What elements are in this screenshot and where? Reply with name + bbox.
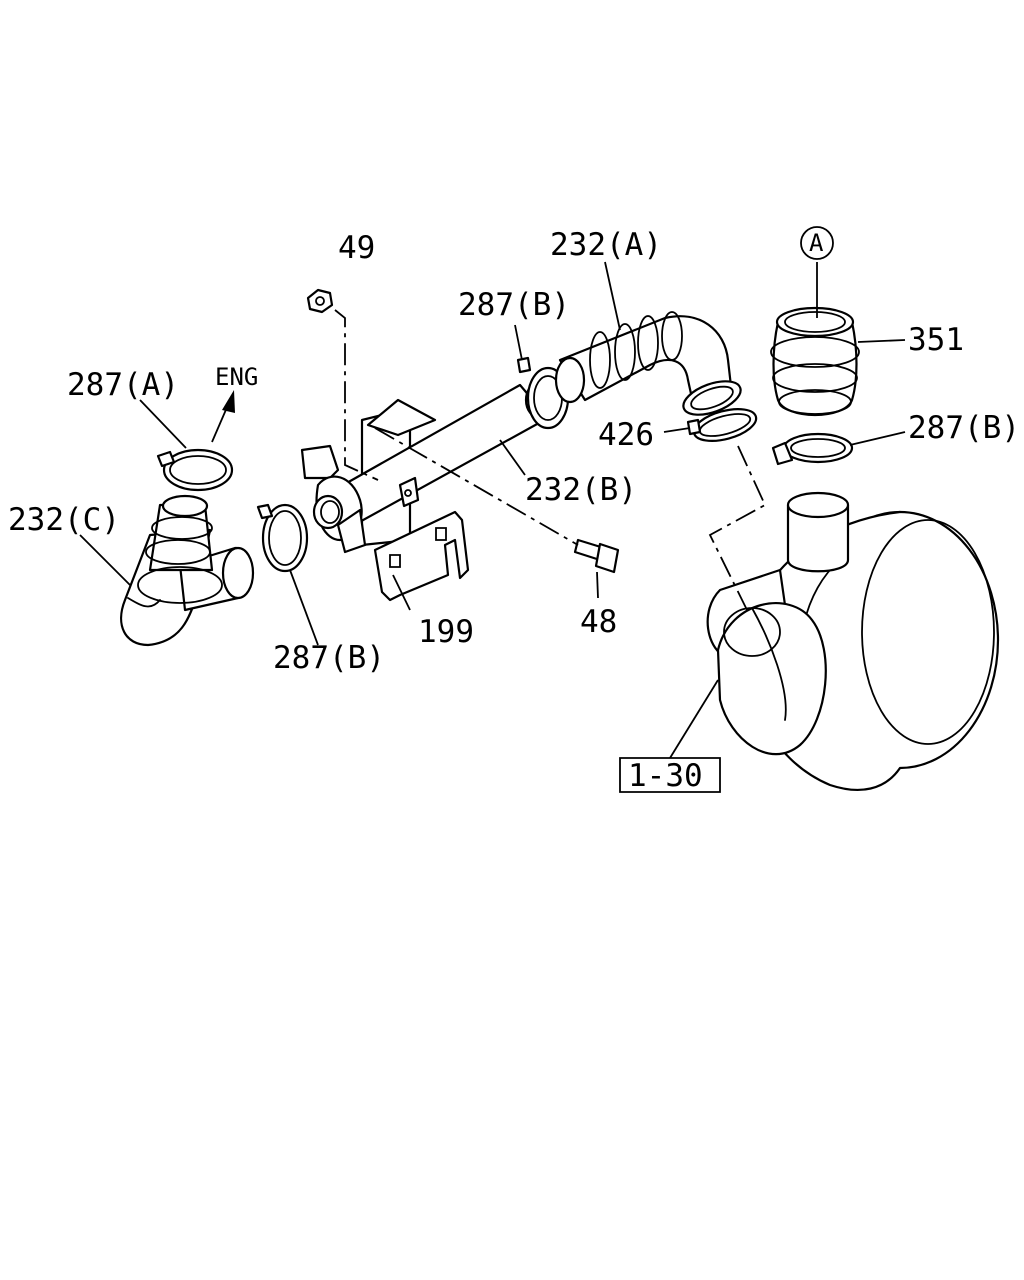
label-232b: 232(B): [525, 472, 637, 508]
reference-box-1-30: 1-30: [620, 758, 720, 794]
label-ref-1-30: 1-30: [628, 758, 703, 794]
label-199: 199: [418, 614, 474, 650]
label-426: 426: [598, 417, 654, 453]
engine-direction-arrow: [212, 390, 235, 442]
label-232a: 232(A): [550, 227, 662, 263]
clamp-426: [688, 403, 760, 447]
bracket-199: [375, 512, 468, 600]
air-cleaner-housing: [708, 493, 998, 790]
clamp-287a: [158, 450, 232, 490]
label-287b-bottom: 287(B): [273, 640, 385, 676]
nut-49: [308, 290, 332, 312]
dashed-connection-lines: [335, 310, 765, 612]
label-eng: ENG: [215, 363, 258, 391]
callout-labels: 49 232(A) 287(B) 287(A) ENG 351 426 287(…: [8, 227, 1020, 676]
label-ref-a: A: [809, 229, 824, 257]
label-287b-right: 287(B): [908, 410, 1020, 446]
leader-lines: [80, 262, 905, 758]
reference-circle-a: A: [801, 227, 833, 259]
label-232c: 232(C): [8, 502, 120, 538]
label-49: 49: [338, 230, 375, 266]
label-287b-top: 287(B): [458, 287, 570, 323]
bellows-351: [771, 308, 859, 415]
label-351: 351: [908, 322, 964, 358]
hose-232c: [121, 496, 253, 645]
label-48: 48: [580, 604, 617, 640]
clamp-287b-lower: [258, 505, 307, 571]
label-287a: 287(A): [67, 367, 179, 403]
bolt-48: [575, 540, 618, 572]
hose-232a: [556, 312, 745, 421]
clamp-287b-right: [773, 434, 852, 464]
